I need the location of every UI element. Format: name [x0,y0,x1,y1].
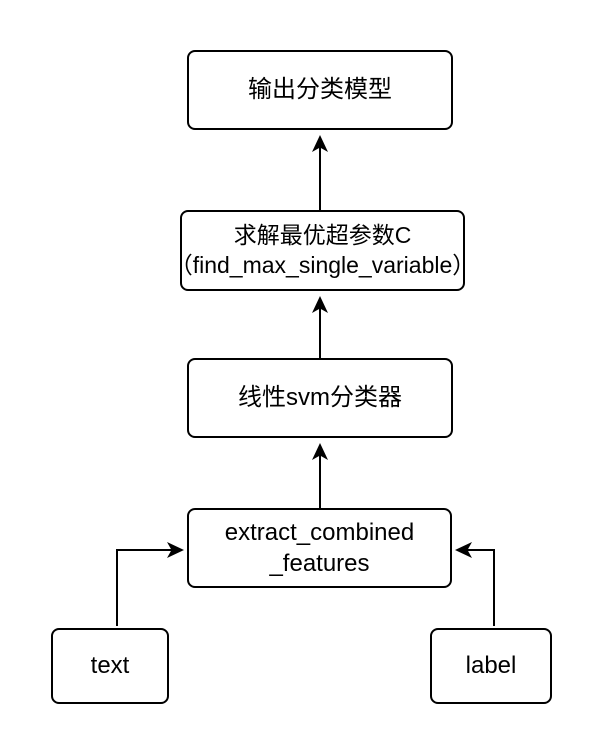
node-linear-svm-classifier: 线性svm分类器 [187,358,453,438]
edge-text-to-extract [116,542,184,626]
node-hyperparam-line1: 求解最优超参数C [233,221,412,248]
node-output-classification-model: 输出分类模型 [187,50,453,130]
node-hyperparam-line2: （find_max_single_variable） [169,251,476,278]
node-solve-hyperparameter-c: 求解最优超参数C （find_max_single_variable） [170,210,475,291]
node-extract-line1: extract_combined [224,518,415,546]
node-label-input: label [430,628,552,704]
edge-label-to-extract [455,542,495,626]
node-svm-label: 线性svm分类器 [238,384,402,412]
node-extract-combined-features: extract_combined _features [187,508,452,588]
node-text-input: text [51,628,169,704]
node-output-label: 输出分类模型 [248,76,392,104]
node-extract-line2: _features [269,550,370,577]
node-label-label: label [465,652,517,680]
node-text-label: text [90,652,130,680]
